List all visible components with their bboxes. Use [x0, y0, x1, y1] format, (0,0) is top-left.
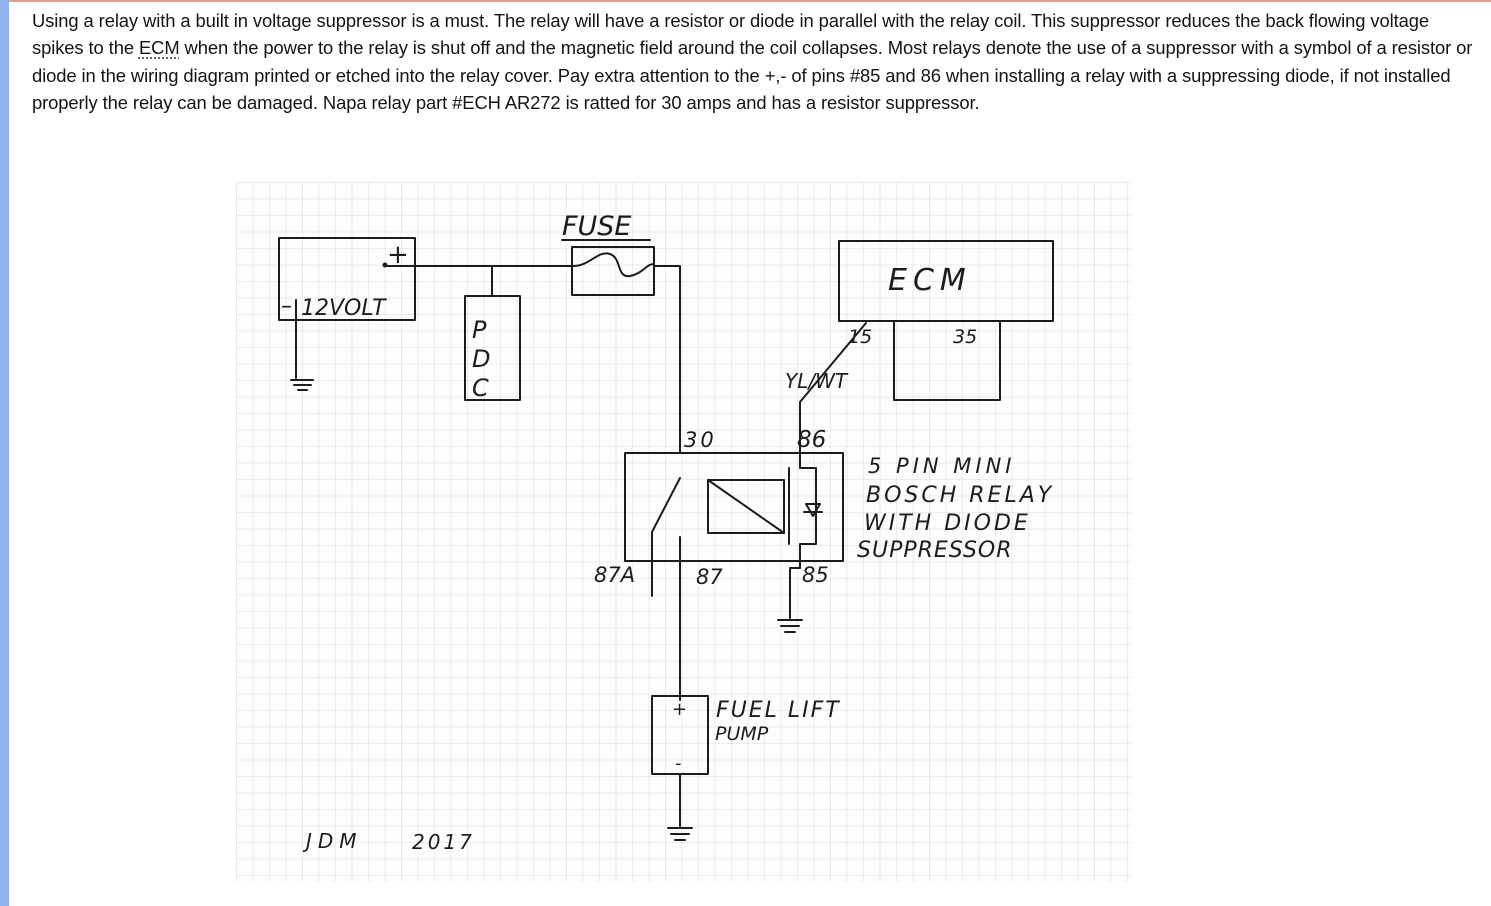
pdc-letter-p: P	[472, 316, 487, 344]
article-text-part-2: when the power to the relay is shut off …	[32, 37, 1473, 113]
ecm-pin-15-label: 15	[848, 326, 872, 348]
relay-ground	[777, 567, 803, 633]
pin-30-label: 30	[684, 428, 717, 452]
top-rule	[9, 0, 1491, 2]
fuel-pump: + - FUEL LIFT PUMP	[651, 695, 841, 775]
fuse-to-relay-wire	[653, 265, 681, 454]
wire-color-label: YL/WT	[785, 369, 849, 393]
pump-minus-label: -	[675, 753, 682, 774]
relay-body	[624, 452, 844, 562]
pump-plus-label: +	[672, 699, 687, 720]
left-margin-bar	[0, 0, 9, 906]
ecm-label: ECM	[888, 263, 972, 298]
pdc-box: P D C	[464, 295, 521, 402]
fuse-label: FUSE	[562, 211, 632, 242]
battery: + – 12VOLT	[278, 237, 416, 321]
article-paragraph: Using a relay with a built in voltage su…	[32, 7, 1477, 116]
ecm-abbreviation: ECM	[138, 37, 180, 59]
relay-description: 5 PIN MINI BOSCH RELAY WITH DIODE SUPPRE…	[857, 454, 1054, 563]
battery-minus-label: –	[281, 294, 292, 319]
relay-desc-line-2: BOSCH RELAY	[866, 483, 1054, 508]
ecm-pin-35-label: 35	[953, 326, 977, 348]
diagram-year: 2017	[412, 830, 475, 854]
pin-86-label: 86	[797, 427, 826, 453]
battery-voltage-label: 12VOLT	[301, 296, 387, 321]
pdc-letter-c: C	[472, 374, 489, 402]
battery-box	[278, 237, 416, 321]
battery-plus-label: +	[387, 240, 409, 270]
pin-87-label: 87	[696, 565, 723, 589]
pump-ground	[667, 773, 693, 841]
pin-85-label: 85	[802, 563, 829, 587]
pump-desc-line-2: PUMP	[715, 723, 769, 745]
relay-desc-line-3: WITH DIODE	[864, 511, 1031, 536]
ecm-to-relay-wire	[799, 322, 867, 454]
fuse: FUSE	[561, 211, 655, 296]
pump-desc-line-1: FUEL LIFT	[716, 698, 841, 723]
pdc-letter-d: D	[472, 345, 490, 373]
relay-desc-line-1: 5 PIN MINI	[868, 454, 1016, 478]
pin-87a-label: 87A	[594, 563, 635, 587]
article-text-part-1: Using a relay with a built in voltage su…	[32, 10, 1429, 59]
battery-ground	[290, 299, 314, 391]
graph-paper-sheet	[236, 182, 1131, 882]
relay: 30 86 87A 87 85	[594, 427, 844, 701]
ecm-box: ECM 15 35	[838, 240, 1054, 401]
author-signature: JDM	[302, 829, 363, 853]
relay-desc-line-4: SUPPRESSOR	[857, 538, 1013, 563]
